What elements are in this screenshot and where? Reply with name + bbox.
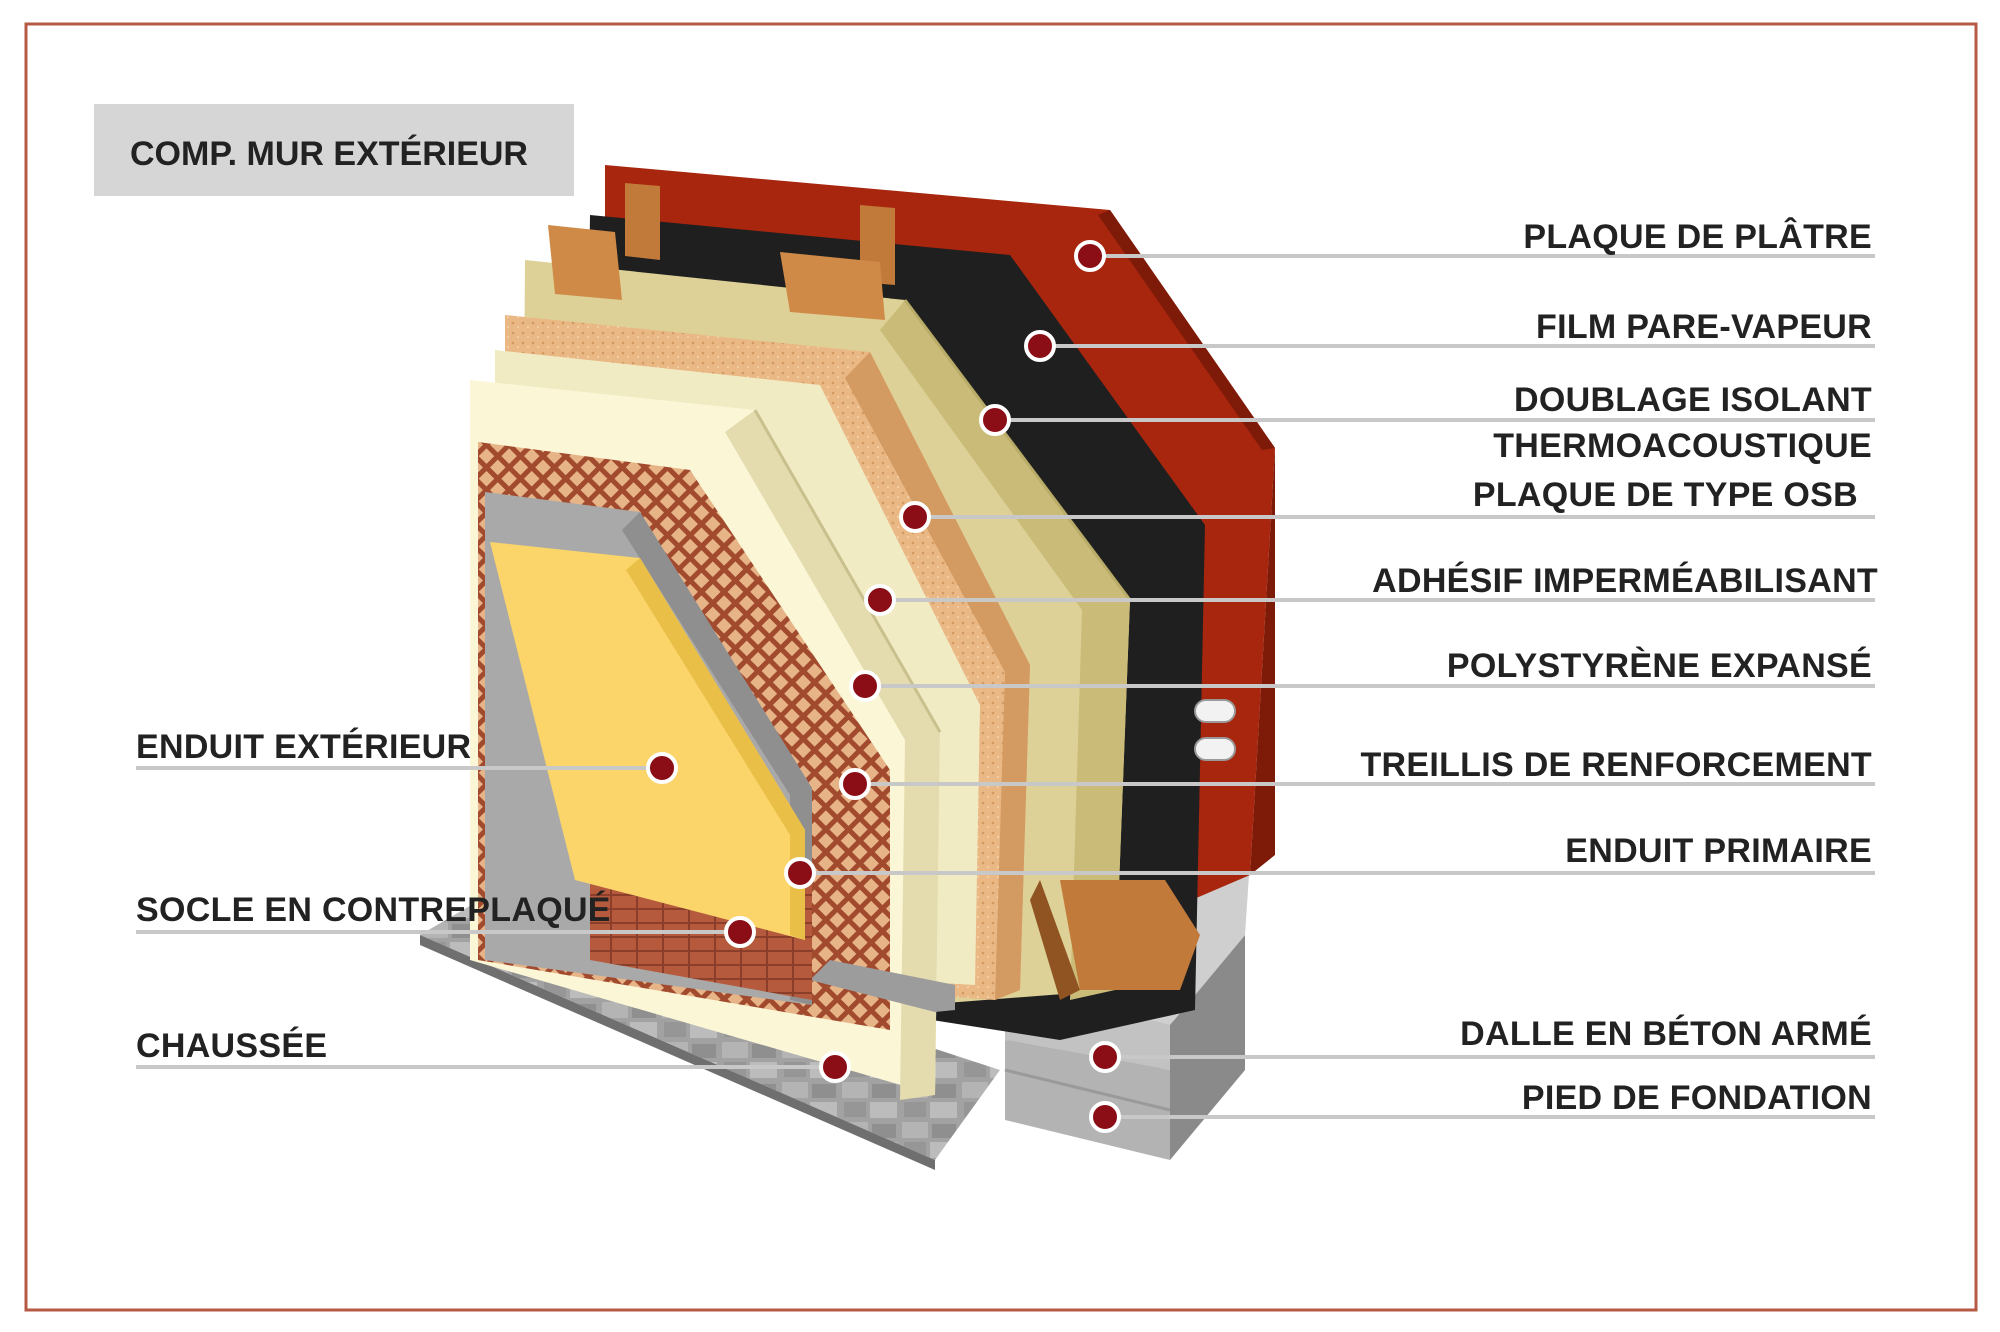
marker-primer — [784, 857, 816, 889]
marker-insulation — [979, 404, 1011, 436]
starter-profile — [810, 960, 955, 1012]
page-title: COMP. MUR EXTÉRIEUR — [130, 135, 528, 173]
label-doublage-isolant: DOUBLAGE ISOLANT — [1514, 381, 1872, 419]
labels-left: ENDUIT EXTÉRIEUR SOCLE EN CONTREPLAQUÉ C… — [136, 728, 611, 1065]
label-dalle-beton: DALLE EN BÉTON ARMÉ — [1460, 1015, 1872, 1053]
label-plaque-osb: PLAQUE DE TYPE OSB — [1473, 476, 1858, 514]
marker-osb — [899, 501, 931, 533]
outer-frame — [24, 22, 1978, 1312]
marker-adhesive — [864, 584, 896, 616]
label-treillis: TREILLIS DE RENFORCEMENT — [1360, 746, 1872, 784]
slab-side — [1170, 935, 1245, 1160]
label-polystyrene: POLYSTYRÈNE EXPANSÉ — [1447, 647, 1872, 685]
marker-plinth — [724, 916, 756, 948]
marker-render — [646, 752, 678, 784]
marker-mesh — [839, 768, 871, 800]
pipes — [1194, 699, 1236, 761]
label-chaussee: CHAUSSÉE — [136, 1027, 327, 1065]
marker-vapour-film — [1024, 330, 1056, 362]
label-pied-fondation: PIED DE FONDATION — [1522, 1079, 1872, 1117]
title-box — [94, 104, 574, 196]
marker-polystyrene — [849, 670, 881, 702]
label-enduit-exterieur: ENDUIT EXTÉRIEUR — [136, 728, 471, 766]
wooden-studs — [548, 183, 1200, 1000]
marker-pavement — [819, 1051, 851, 1083]
label-socle-contreplaque: SOCLE EN CONTREPLAQUÉ — [136, 891, 611, 929]
leaders-right — [800, 254, 1875, 1119]
marker-plasterboard — [1074, 240, 1106, 272]
wall-illustration — [420, 165, 1275, 1170]
exterior-render-layer — [490, 542, 805, 940]
label-plaque-de-platre: PLAQUE DE PLÂTRE — [1523, 218, 1872, 256]
marker-footing — [1089, 1101, 1121, 1133]
marker-slab — [1089, 1041, 1121, 1073]
label-thermoacoustique: THERMOACOUSTIQUE — [1493, 427, 1872, 465]
footing-front — [1005, 1040, 1170, 1160]
labels-right: PLAQUE DE PLÂTRE FILM PARE-VAPEUR DOUBLA… — [1360, 218, 1878, 1117]
label-enduit-primaire: ENDUIT PRIMAIRE — [1565, 832, 1872, 870]
pavement-edge — [420, 935, 935, 1170]
markers — [646, 240, 1121, 1133]
label-adhesif: ADHÉSIF IMPERMÉABILISANT — [1372, 562, 1878, 600]
leaders-left — [136, 766, 835, 1069]
label-film-pare-vapeur: FILM PARE-VAPEUR — [1536, 308, 1872, 346]
